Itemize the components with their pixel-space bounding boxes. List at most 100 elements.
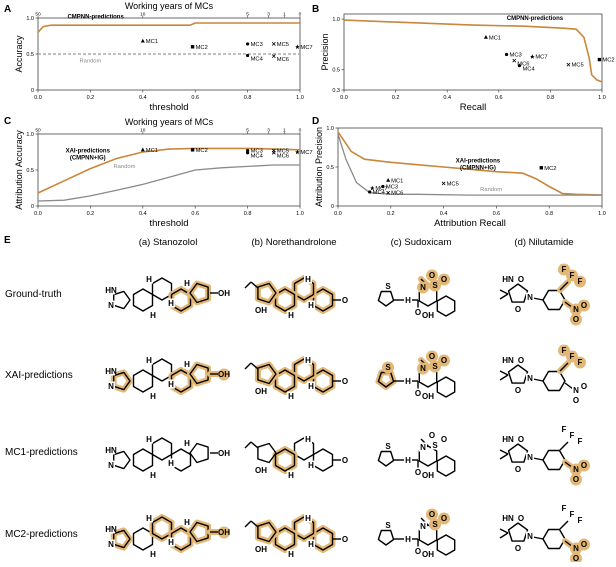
atom-n: N xyxy=(527,532,533,541)
atom-n: N xyxy=(573,465,579,474)
atom-o: O xyxy=(581,461,587,470)
atom-bg xyxy=(107,460,115,470)
point-mc5: MC5 xyxy=(271,42,289,48)
bond-cf3 xyxy=(559,362,569,372)
point-mc1: MC1 xyxy=(140,147,158,154)
atom-s: S xyxy=(432,520,438,529)
atom-bg xyxy=(107,445,115,455)
atom-bg xyxy=(440,355,448,365)
atom-s: S xyxy=(385,363,391,372)
top-tick-label: 3 xyxy=(267,12,270,18)
point-label: MC5 xyxy=(277,42,289,48)
atom-bg xyxy=(167,379,175,389)
atom-h: H xyxy=(305,356,311,365)
x-tick-label: 0.4 xyxy=(139,211,147,217)
atom-oh: OH xyxy=(422,471,434,480)
atom-o: O xyxy=(573,475,579,484)
top-tick-label: 10 xyxy=(140,128,146,134)
marker-square xyxy=(539,166,543,170)
ring-benzene xyxy=(436,455,456,477)
atom-bg xyxy=(414,307,422,317)
atom-bg xyxy=(384,520,392,530)
series-label: XAI-predictions xyxy=(456,158,501,164)
ring-b xyxy=(151,437,173,461)
point-mc7: MC7 xyxy=(295,149,313,156)
series-line-random xyxy=(37,164,300,202)
atom-h: H xyxy=(146,275,152,284)
column-title-norethandrolone: (b) Norethandrolone xyxy=(251,237,336,248)
x-tick-label: 0.6 xyxy=(191,95,199,101)
point-label: MC7 xyxy=(300,150,312,156)
atom-f: F xyxy=(578,516,583,525)
x-tick-label: 0.2 xyxy=(87,95,95,101)
point-label: MC2 xyxy=(544,166,556,172)
atom-bg xyxy=(257,386,265,396)
atom-bg xyxy=(568,270,576,280)
ring-b xyxy=(293,358,315,382)
atom-bg xyxy=(431,440,439,450)
series-label: Random xyxy=(480,187,502,193)
ring-pyrazole xyxy=(112,529,131,549)
ring-hydantoin xyxy=(507,283,529,303)
series-line-model xyxy=(37,147,301,194)
atom-bg xyxy=(560,345,568,355)
atom-bg xyxy=(517,434,525,444)
atom-bg xyxy=(517,355,525,365)
atom-bg xyxy=(576,436,584,446)
point-mc4: MC4 xyxy=(368,190,386,196)
atom-oh: OH xyxy=(255,545,267,554)
marker-x xyxy=(566,62,571,67)
point-mc4: MC4 xyxy=(246,53,264,62)
atom-f: F xyxy=(562,504,567,513)
atom-h: H xyxy=(168,299,174,308)
atom-bg xyxy=(341,295,349,305)
point-label: MC4 xyxy=(251,154,264,160)
x-tick-label: 0.8 xyxy=(244,95,252,101)
point-label: MC3 xyxy=(386,185,398,191)
atom-h: H xyxy=(146,514,152,523)
atom-bg xyxy=(145,274,153,284)
atom-h: H xyxy=(184,518,190,527)
atom-bg xyxy=(414,467,422,477)
point-label: MC6 xyxy=(277,57,289,63)
atom-bg xyxy=(107,524,115,534)
point-label: MC3 xyxy=(251,42,263,48)
bond-cf3 xyxy=(559,520,569,530)
atom-oh: OH xyxy=(255,466,267,475)
series-line-random xyxy=(337,134,602,196)
marker-triangle xyxy=(140,38,145,43)
top-tick-label: 5 xyxy=(246,12,249,18)
atom-o: O xyxy=(518,514,524,523)
ring-benzene xyxy=(436,534,456,556)
marker-triangle xyxy=(140,147,145,152)
marker-triangle xyxy=(483,35,488,39)
y-axis-label: Accuracy xyxy=(14,35,24,73)
atom-bg xyxy=(424,391,432,401)
atom-oh: OH xyxy=(218,370,230,379)
x-tick-label: 0.8 xyxy=(244,211,252,217)
atom-s: S xyxy=(432,281,438,290)
top-axis-label: Working years of MCs xyxy=(125,117,214,127)
bond-methyl xyxy=(499,532,509,539)
atom-bg xyxy=(572,385,580,395)
atom-n: N xyxy=(108,461,114,470)
atom-bg xyxy=(149,470,157,480)
marker-square xyxy=(190,45,195,49)
atom-h: H xyxy=(288,550,294,559)
atom-bg xyxy=(419,442,427,452)
marker-circle xyxy=(246,53,250,58)
atom-bg xyxy=(428,270,436,280)
x-axis-label: threshold xyxy=(149,102,188,113)
atom-h: H xyxy=(308,382,314,391)
bond-methyl xyxy=(499,374,509,381)
ring-d xyxy=(189,442,209,464)
atom-bg xyxy=(149,391,157,401)
atom-bg xyxy=(431,361,439,371)
atom-bg xyxy=(404,376,412,386)
column-title-stanozolol: (a) Stanozolol xyxy=(139,237,198,248)
